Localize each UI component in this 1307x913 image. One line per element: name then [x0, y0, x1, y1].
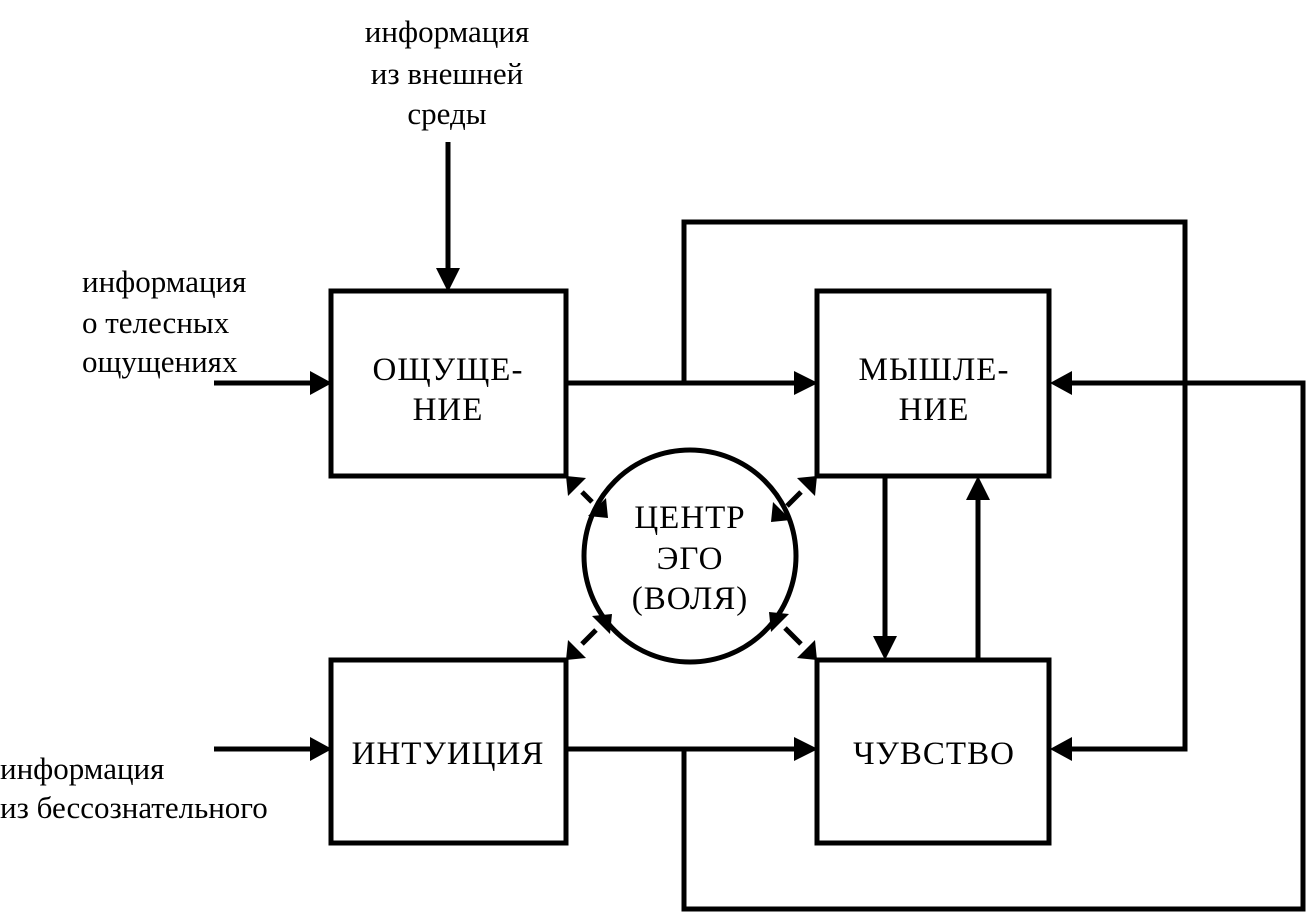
box-intuition-label: ИНТУИЦИЯ	[352, 736, 545, 772]
box-intuition: ИНТУИЦИЯ	[328, 657, 569, 846]
box-thinking-line-2: НИЕ	[899, 392, 970, 428]
arrowhead-external	[436, 268, 460, 292]
loop-intuition-to-thinking	[681, 380, 1306, 912]
arrowhead-loop-to-thinking	[1050, 371, 1072, 395]
input-bodily-line-3: ощущениях	[82, 344, 238, 379]
input-unconscious-line-2: из бессознательного	[0, 790, 268, 825]
ego-center-line-3: (ВОЛЯ)	[632, 581, 749, 617]
ego-center: ЦЕНТР ЭГО (ВОЛЯ)	[581, 447, 799, 665]
link-center-sensation-head-center	[588, 498, 608, 518]
arrowhead-unconscious	[310, 737, 332, 761]
input-bodily: информация о телесных ощущениях	[82, 264, 332, 395]
box-sensation-line-2: НИЕ	[413, 392, 484, 428]
link-center-thinking-line	[785, 490, 803, 508]
link-center-thinking-head-center	[771, 502, 791, 522]
arrowhead-thinking-to-feeling	[873, 636, 897, 660]
ego-center-line-1: ЦЕНТР	[634, 500, 745, 536]
box-feeling: ЧУВСТВО	[814, 657, 1052, 846]
ego-center-line-2: ЭГО	[657, 541, 724, 577]
box-sensation-line-1: ОЩУЩЕ-	[373, 352, 524, 388]
ego-center-circle	[581, 447, 799, 665]
link-center-sensation	[566, 476, 608, 518]
arrowhead-intuition-to-feeling	[794, 737, 818, 761]
box-feeling-label: ЧУВСТВО	[853, 736, 1015, 772]
box-feeling-frame	[814, 657, 1052, 846]
box-sensation-frame	[328, 288, 569, 479]
input-external: информация из внешней среды	[365, 14, 529, 292]
link-center-intuition	[566, 614, 612, 660]
input-unconscious-line-1: информация	[0, 751, 164, 786]
link-center-thinking	[771, 476, 817, 522]
link-center-intuition-head-center	[592, 614, 612, 634]
link-center-sensation-head-box	[566, 476, 586, 496]
input-external-line-3: среды	[407, 96, 486, 131]
link-center-feeling-head-center	[769, 612, 789, 632]
link-center-feeling-line	[783, 626, 803, 646]
arrowhead-bodily	[310, 371, 332, 395]
arrowhead-feeling-to-thinking	[966, 476, 990, 500]
link-center-intuition-line	[580, 628, 598, 646]
box-thinking-frame	[814, 288, 1052, 479]
link-center-intuition-head-box	[566, 640, 586, 660]
link-center-feeling	[769, 612, 817, 660]
box-thinking-line-1: МЫШЛЕ-	[859, 352, 1010, 388]
arrowhead-loop-to-feeling	[1050, 737, 1072, 761]
link-center-feeling-head-box	[797, 640, 817, 660]
input-unconscious: информация из бессознательного	[0, 737, 332, 825]
input-external-line-1: информация	[365, 14, 529, 49]
input-external-line-2: из внешней	[371, 56, 523, 91]
box-sensation: ОЩУЩЕ- НИЕ	[328, 288, 569, 479]
input-bodily-line-2: о телесных	[82, 305, 230, 340]
box-intuition-frame	[328, 657, 569, 846]
box-thinking: МЫШЛЕ- НИЕ	[814, 288, 1052, 479]
link-center-sensation-line	[580, 490, 594, 504]
link-center-thinking-head-box	[797, 476, 817, 496]
input-bodily-line-1: информация	[82, 264, 246, 299]
loop-sensation-to-feeling	[681, 219, 1188, 752]
arrowhead-sensation-to-thinking	[794, 371, 818, 395]
